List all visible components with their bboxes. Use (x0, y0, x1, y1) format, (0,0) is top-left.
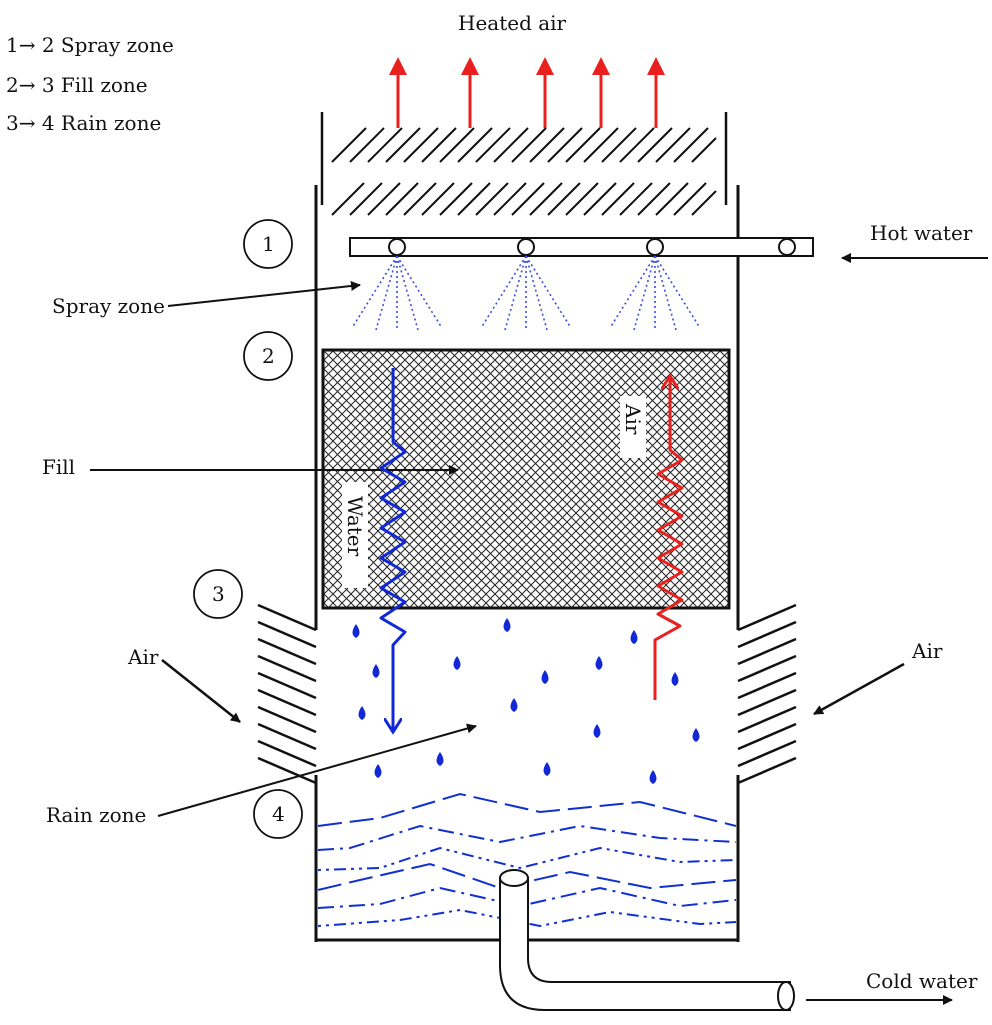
air-left-arrow (161, 659, 241, 723)
rain-zone-pointer (157, 723, 477, 817)
zone-marker-1-label: 1 (262, 232, 275, 256)
legend-item-spray: 1→ 2 Spray zone (6, 33, 174, 57)
basin-water (317, 792, 737, 928)
water-flow-path (379, 368, 407, 730)
air-inlet-louvres-left (257, 603, 317, 785)
drift-eliminator-upper (331, 127, 717, 163)
zone-marker-2: 2 (243, 331, 293, 381)
zone-marker-3-label: 3 (212, 582, 225, 606)
air-in-fill-label: Air (621, 403, 645, 435)
zone-marker-1: 1 (243, 219, 293, 269)
water-label-bg (342, 482, 368, 588)
cold-water-outlet-pipe (499, 869, 795, 1011)
cold-water-label: Cold water (866, 969, 978, 993)
zone-marker-2-label: 2 (262, 344, 275, 368)
heated-air-arrows (389, 57, 665, 128)
heated-air-label: Heated air (458, 11, 567, 35)
drift-eliminator-lower (331, 182, 717, 216)
spray-zone-label: Spray zone (52, 294, 165, 318)
top-casing (320, 112, 728, 205)
rain-drops (352, 618, 700, 784)
air-left-label: Air (127, 645, 159, 669)
legend-item-fill: 2→ 3 Fill zone (6, 73, 148, 97)
zone-marker-4-label: 4 (272, 802, 285, 826)
air-flow-path (653, 378, 684, 700)
air-right-label: Air (911, 639, 943, 663)
fill-label: Fill (42, 455, 75, 479)
air-label-bg (620, 396, 646, 458)
air-right-arrow (813, 662, 905, 716)
spray-zone-pointer (167, 281, 361, 307)
water-in-fill-label: Water (343, 496, 367, 557)
legend-item-rain: 3→ 4 Rain zone (6, 111, 161, 135)
spray-pattern (351, 255, 701, 331)
hot-water-label: Hot water (870, 221, 973, 245)
rain-zone-label: Rain zone (46, 803, 146, 827)
air-inlet-louvres-right (737, 603, 797, 785)
zone-marker-3: 3 (193, 569, 243, 619)
zone-marker-4: 4 (253, 789, 303, 839)
hot-water-pipe (349, 237, 814, 257)
